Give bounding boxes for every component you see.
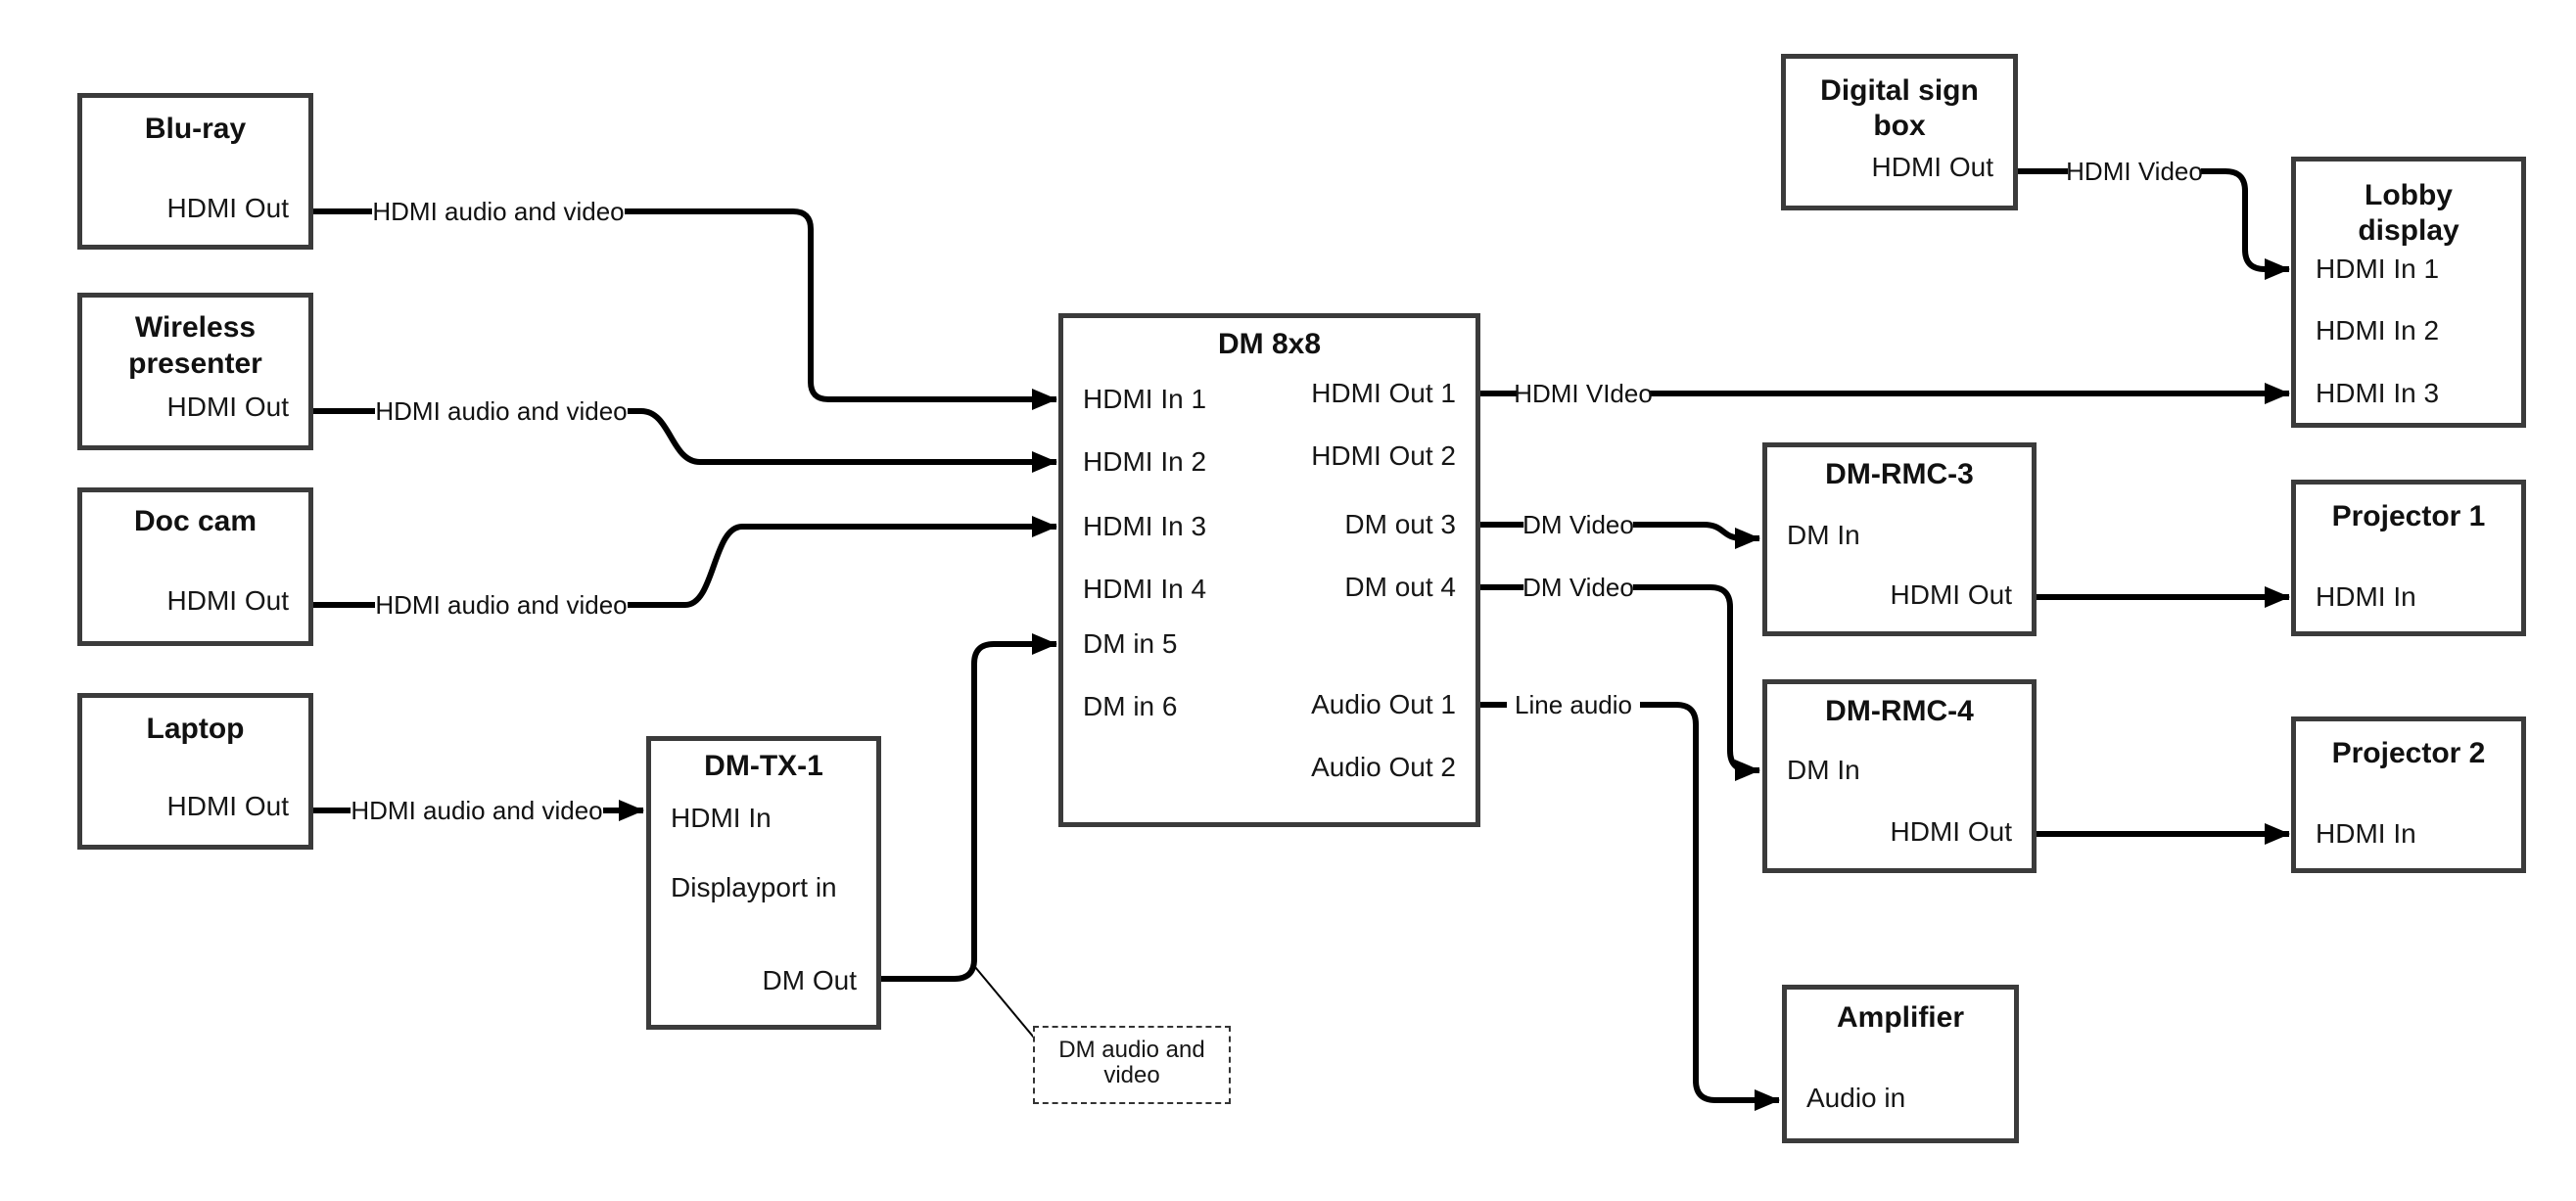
- port-label-dm-out-3: DM out 3: [1344, 509, 1456, 539]
- connector-label-hdmi-out-1-to-lobby-in-3: HDMI VIdeo: [1514, 379, 1653, 408]
- port-label-hdmi-out: HDMI Out: [166, 392, 289, 422]
- connector-label-doccam-to-hdmi-in-3: HDMI audio and video: [375, 590, 627, 620]
- port-label-dm-out: DM Out: [762, 965, 857, 995]
- device-title: presenter: [128, 347, 262, 380]
- device-title: Doc cam: [133, 505, 258, 537]
- port-label-hdmi-in-2: HDMI In 2: [1083, 446, 1207, 477]
- device-title: DM-TX-1: [704, 750, 823, 782]
- port-label-hdmi-in-2: HDMI In 2: [2316, 315, 2440, 346]
- device-box-projector-2: Projector 2 HDMI In: [2291, 716, 2526, 873]
- connector-label-mask: [375, 393, 628, 429]
- note-text: DM audio and: [1058, 1037, 1205, 1063]
- connector-label-bluray-to-hdmi-in-1: HDMI audio and video: [372, 197, 624, 226]
- port-label-hdmi-out: HDMI Out: [1890, 816, 2012, 847]
- device-title: Amplifier: [1836, 1001, 1965, 1034]
- connector-label-mask: [1523, 570, 1633, 605]
- port-label-hdmi-out: HDMI Out: [166, 585, 289, 616]
- device-title: display: [2358, 214, 2459, 247]
- connector-label-wireless-to-hdmi-in-2: HDMI audio and video: [375, 396, 627, 426]
- port-label-hdmi-out: HDMI Out: [166, 791, 289, 821]
- device-title: Wireless: [134, 311, 257, 344]
- port-label-audio-out-2: Audio Out 2: [1311, 752, 1456, 782]
- device-title: DM 8x8: [1217, 328, 1322, 360]
- port-label-hdmi-out: HDMI Out: [1890, 579, 2012, 610]
- connector-dmtx1-to-dm-in-5: [881, 633, 1057, 982]
- note-text: video: [1103, 1062, 1160, 1088]
- connector-label-mask: [351, 793, 603, 828]
- port-label-hdmi-in: HDMI In: [2316, 818, 2416, 849]
- port-label-hdmi-out: HDMI Out: [1871, 152, 1993, 182]
- connector-label-laptop-to-dmtx1: HDMI audio and video: [351, 796, 602, 825]
- port-label-hdmi-in-3: HDMI In 3: [2316, 378, 2440, 408]
- connector-dm-out-3-to-rmc3: [1480, 522, 1760, 549]
- device-title: Blu-ray: [144, 113, 247, 145]
- port-label-displayport-in: Displayport in: [671, 872, 837, 902]
- device-title: Laptop: [146, 713, 245, 745]
- port-label-dm-in-5: DM in 5: [1083, 628, 1178, 659]
- connector-digisign-to-lobby-in-1: [2018, 168, 2290, 280]
- port-label-hdmi-out-1: HDMI Out 1: [1311, 378, 1456, 408]
- port-label-hdmi-in-1: HDMI In 1: [1083, 384, 1207, 414]
- connector-label-mask: [1517, 376, 1650, 411]
- connector-audio-out-1-to-amplifier: [1480, 702, 1780, 1111]
- device-title: Projector 2: [2331, 737, 2486, 769]
- port-label-hdmi-in: HDMI In: [2316, 581, 2416, 612]
- connector-label-mask: [1507, 687, 1640, 722]
- device-box-projector-1: Projector 1 HDMI In: [2291, 480, 2526, 636]
- port-label-hdmi-out-2: HDMI Out 2: [1311, 440, 1456, 471]
- connector-label-mask: [372, 194, 625, 229]
- device-title: box: [1873, 110, 1926, 142]
- device-title: Projector 1: [2331, 500, 2486, 532]
- port-label-audio-out-1: Audio Out 1: [1311, 689, 1456, 719]
- connector-label-mask: [2068, 154, 2201, 189]
- device-title: Lobby: [2365, 179, 2453, 211]
- connector-label-mask: [1523, 507, 1633, 542]
- connector-doccam-to-hdmi-in-3: [313, 516, 1057, 608]
- device-box-dm-rmc-4: DM-RMC-4 DM In HDMI Out: [1762, 679, 2037, 873]
- device-box-dm-rmc-3: DM-RMC-3 DM In HDMI Out: [1762, 442, 2037, 636]
- port-label-hdmi-in-3: HDMI In 3: [1083, 511, 1207, 541]
- connector-bluray-to-hdmi-in-1: [313, 208, 1057, 410]
- connector-label-mask: [375, 587, 628, 623]
- connector-dm-out-4-to-rmc4: [1480, 584, 1760, 781]
- connector-label-audio-out-1-to-amplifier: Line audio: [1515, 690, 1632, 719]
- port-label-dm-out-4: DM out 4: [1344, 572, 1456, 602]
- port-label-audio-in: Audio in: [1806, 1083, 1906, 1113]
- port-label-dm-in: DM In: [1787, 520, 1860, 550]
- device-title: DM-RMC-4: [1825, 695, 1974, 727]
- port-label-hdmi-out: HDMI Out: [166, 193, 289, 223]
- port-label-dm-in-6: DM in 6: [1083, 691, 1178, 721]
- connector-label-digisign-to-lobby-in-1: HDMI Video: [2066, 157, 2203, 186]
- port-label-hdmi-in-4: HDMI In 4: [1083, 574, 1207, 604]
- connector-label-dm-out-4-to-rmc4: DM Video: [1522, 573, 1634, 602]
- device-title: Digital sign: [1820, 74, 1979, 107]
- connector-label-dm-out-3-to-rmc3: DM Video: [1522, 510, 1634, 539]
- connector-wireless-to-hdmi-in-2: [313, 408, 1057, 473]
- port-label-hdmi-in: HDMI In: [671, 803, 772, 833]
- port-label-dm-in: DM In: [1787, 755, 1860, 785]
- device-title: DM-RMC-3: [1825, 458, 1974, 490]
- connector-note-callout: [974, 966, 1035, 1039]
- port-label-hdmi-in-1: HDMI In 1: [2316, 254, 2440, 284]
